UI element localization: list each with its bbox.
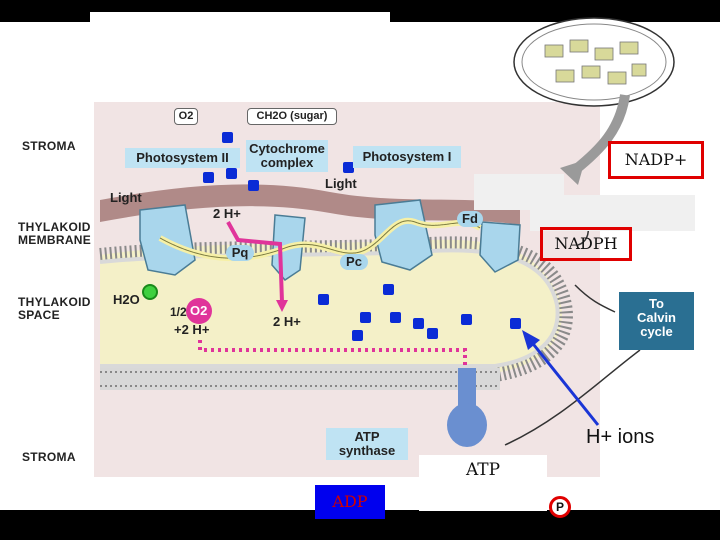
water-marker — [142, 284, 158, 300]
label-stroma-bottom: Stroma — [22, 450, 76, 464]
nadp-reductase-shape — [479, 221, 521, 273]
light-label-1: Light — [110, 190, 142, 205]
membrane-bottom — [100, 368, 500, 390]
top-white-bar — [90, 12, 390, 22]
chloroplast-icon — [513, 17, 675, 107]
thylakoid-space-area — [100, 239, 562, 372]
plus-2h-label: +2 H+ — [174, 322, 210, 337]
o2-top-box: O2 — [174, 108, 198, 125]
phosphate-circle: P — [549, 496, 571, 518]
label-stroma-top: Stroma — [22, 139, 76, 153]
fd-label: Fd — [457, 211, 483, 227]
label-thylakoid-membrane: Thylakoidmembrane — [18, 220, 92, 247]
nadph-box: NADPH — [540, 227, 632, 261]
h2o-label: H2O — [113, 292, 140, 307]
proton-dotted-path — [198, 340, 467, 365]
arrow-to-calvin-1 — [574, 284, 616, 313]
label-thylakoid-space: Thylakoidspace — [18, 295, 91, 322]
atp-synthase-head — [447, 403, 487, 447]
h-plus-mid-label: 2 H+ — [273, 314, 301, 329]
proton-arrow-1 — [226, 221, 284, 303]
pc-label: Pc — [340, 254, 368, 270]
ch2o-box: CH2O (sugar) — [247, 108, 337, 125]
o2-bubble — [186, 298, 212, 324]
photosystem-i-label: Photosystem I — [353, 146, 461, 168]
overlay-block-2 — [530, 195, 695, 231]
adp-box: ADP — [315, 485, 385, 519]
nadp-plus-box: NADP+ — [608, 141, 704, 179]
photosystem-ii-label: Photosystem II — [125, 148, 240, 168]
light-label-2: Light — [325, 176, 357, 191]
o2-label: O2 — [190, 303, 208, 318]
chloroplast-grana — [544, 39, 647, 85]
pq-label: Pq — [226, 245, 254, 261]
h-ions-arrow — [528, 339, 600, 426]
half-label: 1/2 — [170, 305, 187, 319]
h-ions-label: H+ ions — [586, 426, 655, 448]
photosystem-i-shape — [374, 199, 433, 271]
atp-box: ATP — [419, 455, 547, 511]
h-plus-top-label: 2 H+ — [213, 206, 241, 221]
h-ion-dots — [203, 132, 521, 341]
